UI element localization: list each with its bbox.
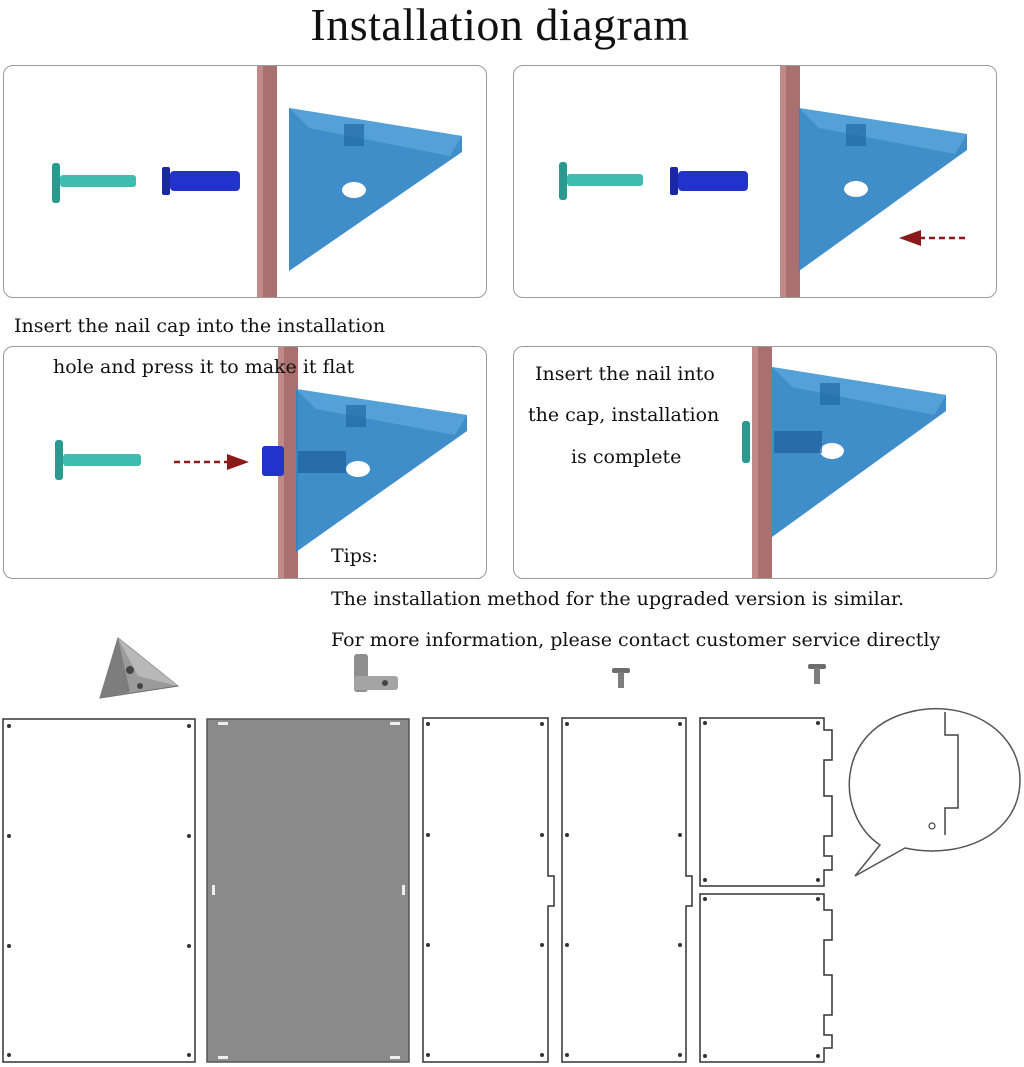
- nail-icon: [808, 664, 826, 684]
- panel-sheet-5: [699, 717, 833, 887]
- panel-sheet-3: [422, 717, 555, 1063]
- nail-icon: [55, 440, 141, 480]
- step-panel-2: [513, 65, 997, 298]
- speech-bubble-icon: [848, 707, 1021, 877]
- step-panel-1: [3, 65, 487, 298]
- panel-sheet-2: [206, 718, 410, 1063]
- arrow-icon: [174, 454, 249, 470]
- step1-caption-line2: hole and press it to make it flat: [53, 356, 355, 378]
- step-panel-4: [513, 346, 997, 579]
- nail-cap-icon: [670, 167, 748, 195]
- page-title: Installation diagram: [310, 0, 690, 50]
- corner-bracket-icon: [296, 389, 467, 552]
- nail-icon: [52, 163, 136, 203]
- panel-sheet-6: [699, 893, 833, 1063]
- arrow-icon: [899, 230, 969, 246]
- tips-line-2: For more information, please contact cus…: [331, 629, 941, 651]
- nail-icon: [559, 162, 643, 200]
- parts-layout: [2, 637, 1021, 1063]
- tips-line-1: The installation method for the upgraded…: [331, 588, 905, 610]
- panel-sheet-4: [561, 717, 693, 1063]
- step2-caption-line2: the cap, installation: [528, 404, 720, 426]
- corner-bracket-icon: [772, 367, 946, 537]
- nail-cap-icon: [162, 167, 240, 195]
- nail-icon: [742, 421, 750, 463]
- step-panel-3: [3, 346, 487, 579]
- step2-caption-line3: is complete: [571, 446, 682, 468]
- corner-bracket-icon: [799, 108, 967, 271]
- nail-icon: [612, 668, 630, 688]
- panel-sheet-1: [2, 718, 196, 1063]
- step2-caption-line1: Insert the nail into: [535, 363, 715, 385]
- nail-cap-icon: [262, 446, 284, 476]
- corner-bracket-icon: [99, 637, 180, 699]
- l-bracket-icon: [354, 654, 398, 692]
- step1-caption-line1: Insert the nail cap into the installatio…: [14, 315, 386, 337]
- tips-heading: Tips:: [331, 545, 379, 567]
